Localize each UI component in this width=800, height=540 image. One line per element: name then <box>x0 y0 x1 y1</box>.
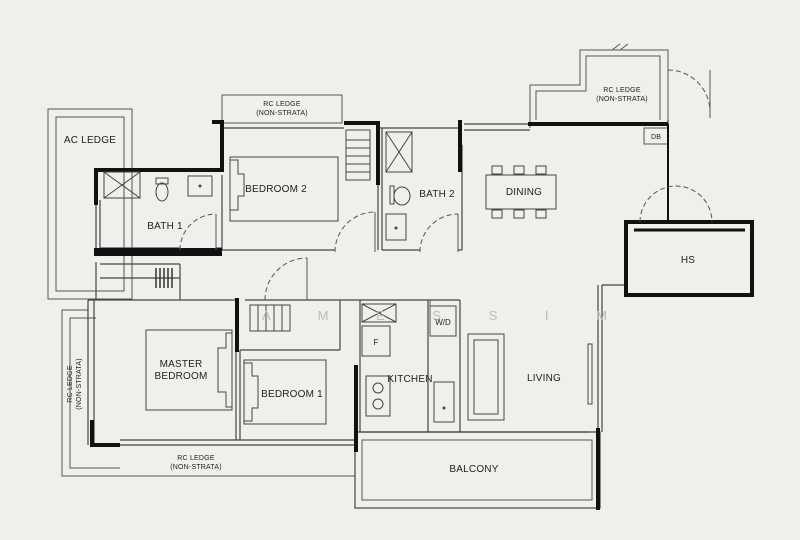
rc-ledge-left-sub-label: (NON-STRATA) <box>76 358 83 410</box>
fridge-label: F <box>374 338 379 347</box>
bedroom1-label: BEDROOM 1 <box>261 389 323 400</box>
rc-ledge-bottom <box>120 444 355 477</box>
master-bedroom-label-line1: MASTER <box>160 359 203 370</box>
kitchen-label: KITCHEN <box>387 374 432 385</box>
living-label: LIVING <box>527 373 561 384</box>
interior-walls <box>87 120 669 509</box>
doors <box>179 69 713 301</box>
fixtures <box>103 129 593 425</box>
structural-walls <box>90 120 754 510</box>
bath1-label: BATH 1 <box>147 221 183 232</box>
rc-ledge-bottom-label: RC LEDGE <box>177 455 215 462</box>
rc-ledge-top-right <box>529 43 669 128</box>
rc-ledge-right-label: RC LEDGE <box>603 87 641 94</box>
bedroom2-label: BEDROOM 2 <box>245 184 307 195</box>
db-label: DB <box>651 134 661 141</box>
rc-ledge-top <box>221 94 343 124</box>
rc-ledge-bottom-sub-label: (NON-STRATA) <box>170 464 222 471</box>
master-bedroom-label-line2: BEDROOM <box>154 371 207 382</box>
dining-label: DINING <box>506 187 542 198</box>
rc-ledge-right-sub-label: (NON-STRATA) <box>596 96 648 103</box>
bath2-label: BATH 2 <box>419 189 455 200</box>
rc-ledge-left-label: RC LEDGE <box>67 365 74 403</box>
balcony-label: BALCONY <box>449 464 498 475</box>
ac-ledge-label: AC LEDGE <box>64 135 116 146</box>
rc-ledge-left <box>61 309 120 477</box>
rc-ledge-top-sub-label: (NON-STRATA) <box>256 110 308 117</box>
hs-label: HS <box>681 255 695 266</box>
watermark: A M E S S I M <box>262 308 629 323</box>
washer-dryer-label: W/D <box>435 318 451 327</box>
ac-ledge <box>47 108 133 300</box>
rc-ledge-top-label: RC LEDGE <box>263 101 301 108</box>
